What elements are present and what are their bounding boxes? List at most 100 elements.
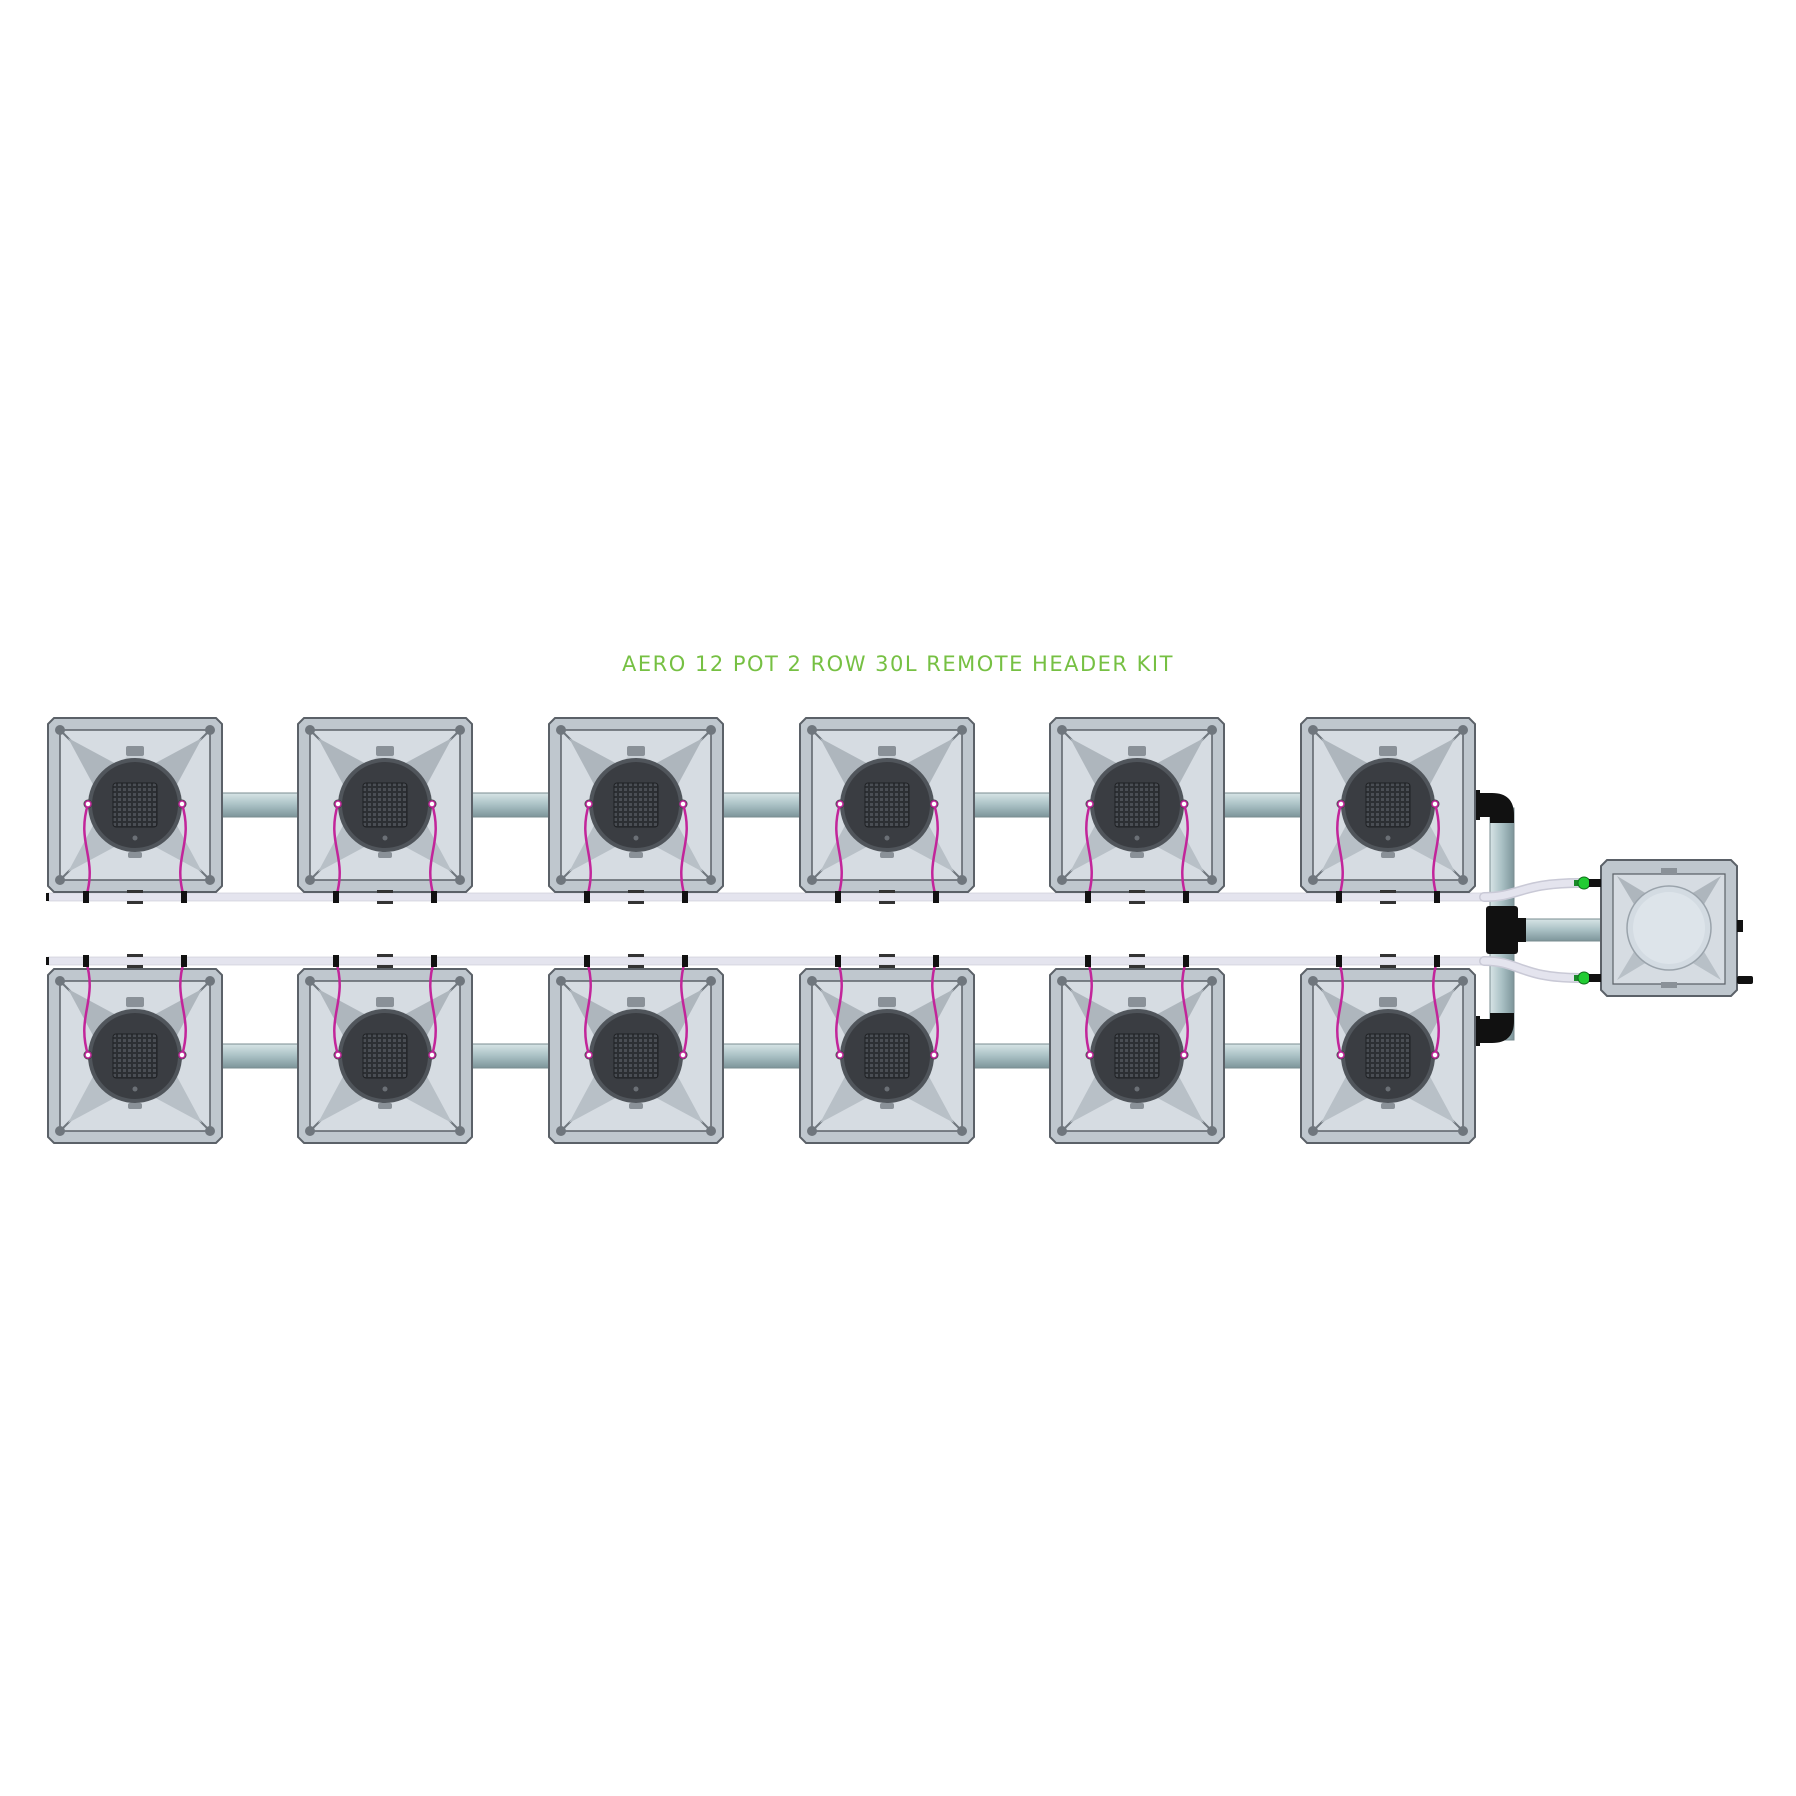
net-cup-drain xyxy=(884,835,890,841)
hose-tee xyxy=(933,891,939,903)
lid-tab xyxy=(878,997,896,1007)
pot xyxy=(1300,968,1476,1144)
net-cup-mesh xyxy=(864,782,910,828)
drain-fitting xyxy=(1737,976,1753,984)
spray-line xyxy=(179,960,187,1056)
spray-line-end xyxy=(1180,1051,1188,1059)
hose-tee xyxy=(181,891,187,903)
hose-clip xyxy=(628,890,644,893)
spray-line-end xyxy=(428,800,436,808)
hose-tee xyxy=(83,955,89,967)
green-valve-icon xyxy=(1577,971,1591,985)
diagram-title: AERO 12 POT 2 ROW 30L REMOTE HEADER KIT xyxy=(622,652,1174,676)
net-cup-drain xyxy=(1134,1086,1140,1092)
hose-tee xyxy=(682,891,688,903)
spray-line xyxy=(931,803,939,898)
lid-tab xyxy=(128,852,142,858)
lid-tab xyxy=(126,746,144,756)
elbow-fitting xyxy=(1474,793,1514,823)
spray-line xyxy=(1085,960,1093,1056)
valve-fitting xyxy=(1589,974,1601,982)
spray-line-end xyxy=(1086,1051,1094,1059)
hose-tee xyxy=(1085,891,1091,903)
net-cup-mesh xyxy=(362,1033,408,1079)
spray-line xyxy=(333,960,341,1056)
spray-line xyxy=(429,803,437,898)
hose-end-cap xyxy=(46,893,49,901)
spray-line-end xyxy=(1337,1051,1345,1059)
pot xyxy=(799,717,975,893)
net-cup-mesh xyxy=(362,782,408,828)
lid-tab xyxy=(1661,868,1677,874)
hose-clip xyxy=(1129,965,1145,968)
lid-tab xyxy=(880,1103,894,1109)
spray-line-end xyxy=(1086,800,1094,808)
lid-tab xyxy=(1130,852,1144,858)
hose-tee xyxy=(584,891,590,903)
spray-line-end xyxy=(84,1051,92,1059)
pot xyxy=(1049,968,1225,1144)
elbow-fitting xyxy=(1474,1013,1514,1043)
hose-tee xyxy=(584,955,590,967)
spray-line xyxy=(584,960,592,1056)
spray-line xyxy=(835,803,843,898)
lid-tab xyxy=(1128,746,1146,756)
spray-line-end xyxy=(178,1051,186,1059)
spray-line xyxy=(1432,803,1440,898)
net-cup-drain xyxy=(884,1086,890,1092)
lid-tab xyxy=(1130,1103,1144,1109)
lid-tab xyxy=(629,1103,643,1109)
hose-clip xyxy=(628,901,644,904)
spray-line-end xyxy=(1180,800,1188,808)
outlet-fitting xyxy=(1737,920,1743,932)
hose-end-cap xyxy=(46,957,49,965)
feed-hose xyxy=(47,892,1487,902)
net-cup-drain xyxy=(1134,835,1140,841)
spray-line-end xyxy=(334,1051,342,1059)
spray-line xyxy=(931,960,939,1056)
lid-tab xyxy=(376,746,394,756)
spray-line xyxy=(680,960,688,1056)
hose-clip xyxy=(1380,954,1396,957)
net-cup-drain xyxy=(132,835,138,841)
hose-tee xyxy=(181,955,187,967)
pot xyxy=(1049,717,1225,893)
net-cup-drain xyxy=(1385,1086,1391,1092)
spray-line-end xyxy=(679,1051,687,1059)
net-cup-mesh xyxy=(1114,1033,1160,1079)
lid-tab xyxy=(378,852,392,858)
spray-line xyxy=(584,803,592,898)
spray-line-end xyxy=(334,800,342,808)
lid-tab xyxy=(1379,746,1397,756)
spray-line-end xyxy=(1431,800,1439,808)
net-cup-drain xyxy=(132,1086,138,1092)
hose-tee xyxy=(1434,955,1440,967)
hose-tee xyxy=(682,955,688,967)
spray-line-end xyxy=(930,1051,938,1059)
hose-tee xyxy=(431,891,437,903)
spray-line xyxy=(1336,960,1344,1056)
net-cup-mesh xyxy=(112,782,158,828)
hose-tee xyxy=(333,955,339,967)
spray-line xyxy=(1336,803,1344,898)
lid-tab xyxy=(1128,997,1146,1007)
hose-clip xyxy=(879,890,895,893)
lid-tab xyxy=(126,997,144,1007)
hose-clip xyxy=(1380,901,1396,904)
net-cup-drain xyxy=(1385,835,1391,841)
lid-tab xyxy=(627,746,645,756)
lid-tab xyxy=(376,997,394,1007)
spray-line xyxy=(429,960,437,1056)
hose-tee xyxy=(1183,955,1189,967)
spray-line xyxy=(680,803,688,898)
net-cup-mesh xyxy=(112,1033,158,1079)
net-cup-drain xyxy=(633,835,639,841)
pot xyxy=(548,717,724,893)
pot xyxy=(47,717,223,893)
hose-tee xyxy=(835,891,841,903)
hose-tee xyxy=(1336,891,1342,903)
net-cup-drain xyxy=(382,835,388,841)
spray-line-end xyxy=(84,800,92,808)
hose-tee xyxy=(1336,955,1342,967)
